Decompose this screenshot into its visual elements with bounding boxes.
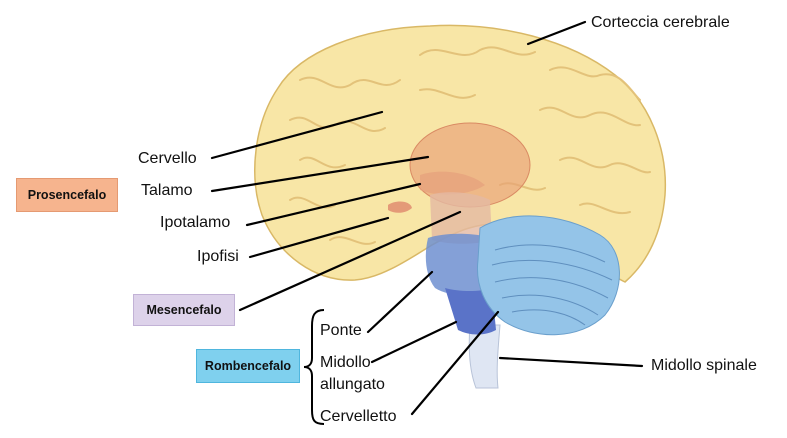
- line-cervello: [210, 110, 384, 160]
- group-rombencefalo: Rombencefalo: [196, 349, 300, 383]
- medulla: [445, 288, 496, 335]
- line-midollo-allungato: [370, 320, 458, 364]
- label-midollo-allungato-line2: allungato: [320, 376, 385, 393]
- group-prosencefalo: Prosencefalo: [16, 178, 118, 212]
- label-midollo-spinale: Midollo spinale: [651, 357, 757, 374]
- hypothalamus: [420, 171, 485, 195]
- label-ipofisi: Ipofisi: [197, 248, 239, 265]
- pointer-lines: [210, 20, 644, 416]
- group-mesencefalo: Mesencefalo: [133, 294, 235, 326]
- line-mesencefalo: [238, 210, 462, 312]
- line-ipotalamo: [245, 182, 422, 227]
- pituitary: [388, 201, 412, 213]
- label-talamo: Talamo: [141, 182, 193, 199]
- line-ipofisi: [248, 216, 390, 259]
- label-ponte: Ponte: [320, 322, 362, 339]
- spinal-cord: [468, 324, 501, 389]
- label-cervello: Cervello: [138, 150, 197, 167]
- line-talamo: [210, 155, 430, 193]
- cerebellum-folia: [491, 244, 613, 326]
- rombencefalo-brace: [303, 309, 325, 425]
- line-ponte: [366, 270, 434, 334]
- label-corteccia-cerebrale: Corteccia cerebrale: [591, 14, 730, 31]
- label-cervelletto: Cervelletto: [320, 408, 397, 425]
- cerebellum: [476, 215, 620, 336]
- line-corteccia: [526, 20, 587, 46]
- label-ipotalamo: Ipotalamo: [160, 214, 231, 231]
- midbrain: [430, 192, 492, 244]
- label-midollo-allungato-line1: Midollo: [320, 354, 371, 371]
- line-cervelletto: [410, 310, 500, 416]
- line-midollo-spinale: [498, 356, 644, 368]
